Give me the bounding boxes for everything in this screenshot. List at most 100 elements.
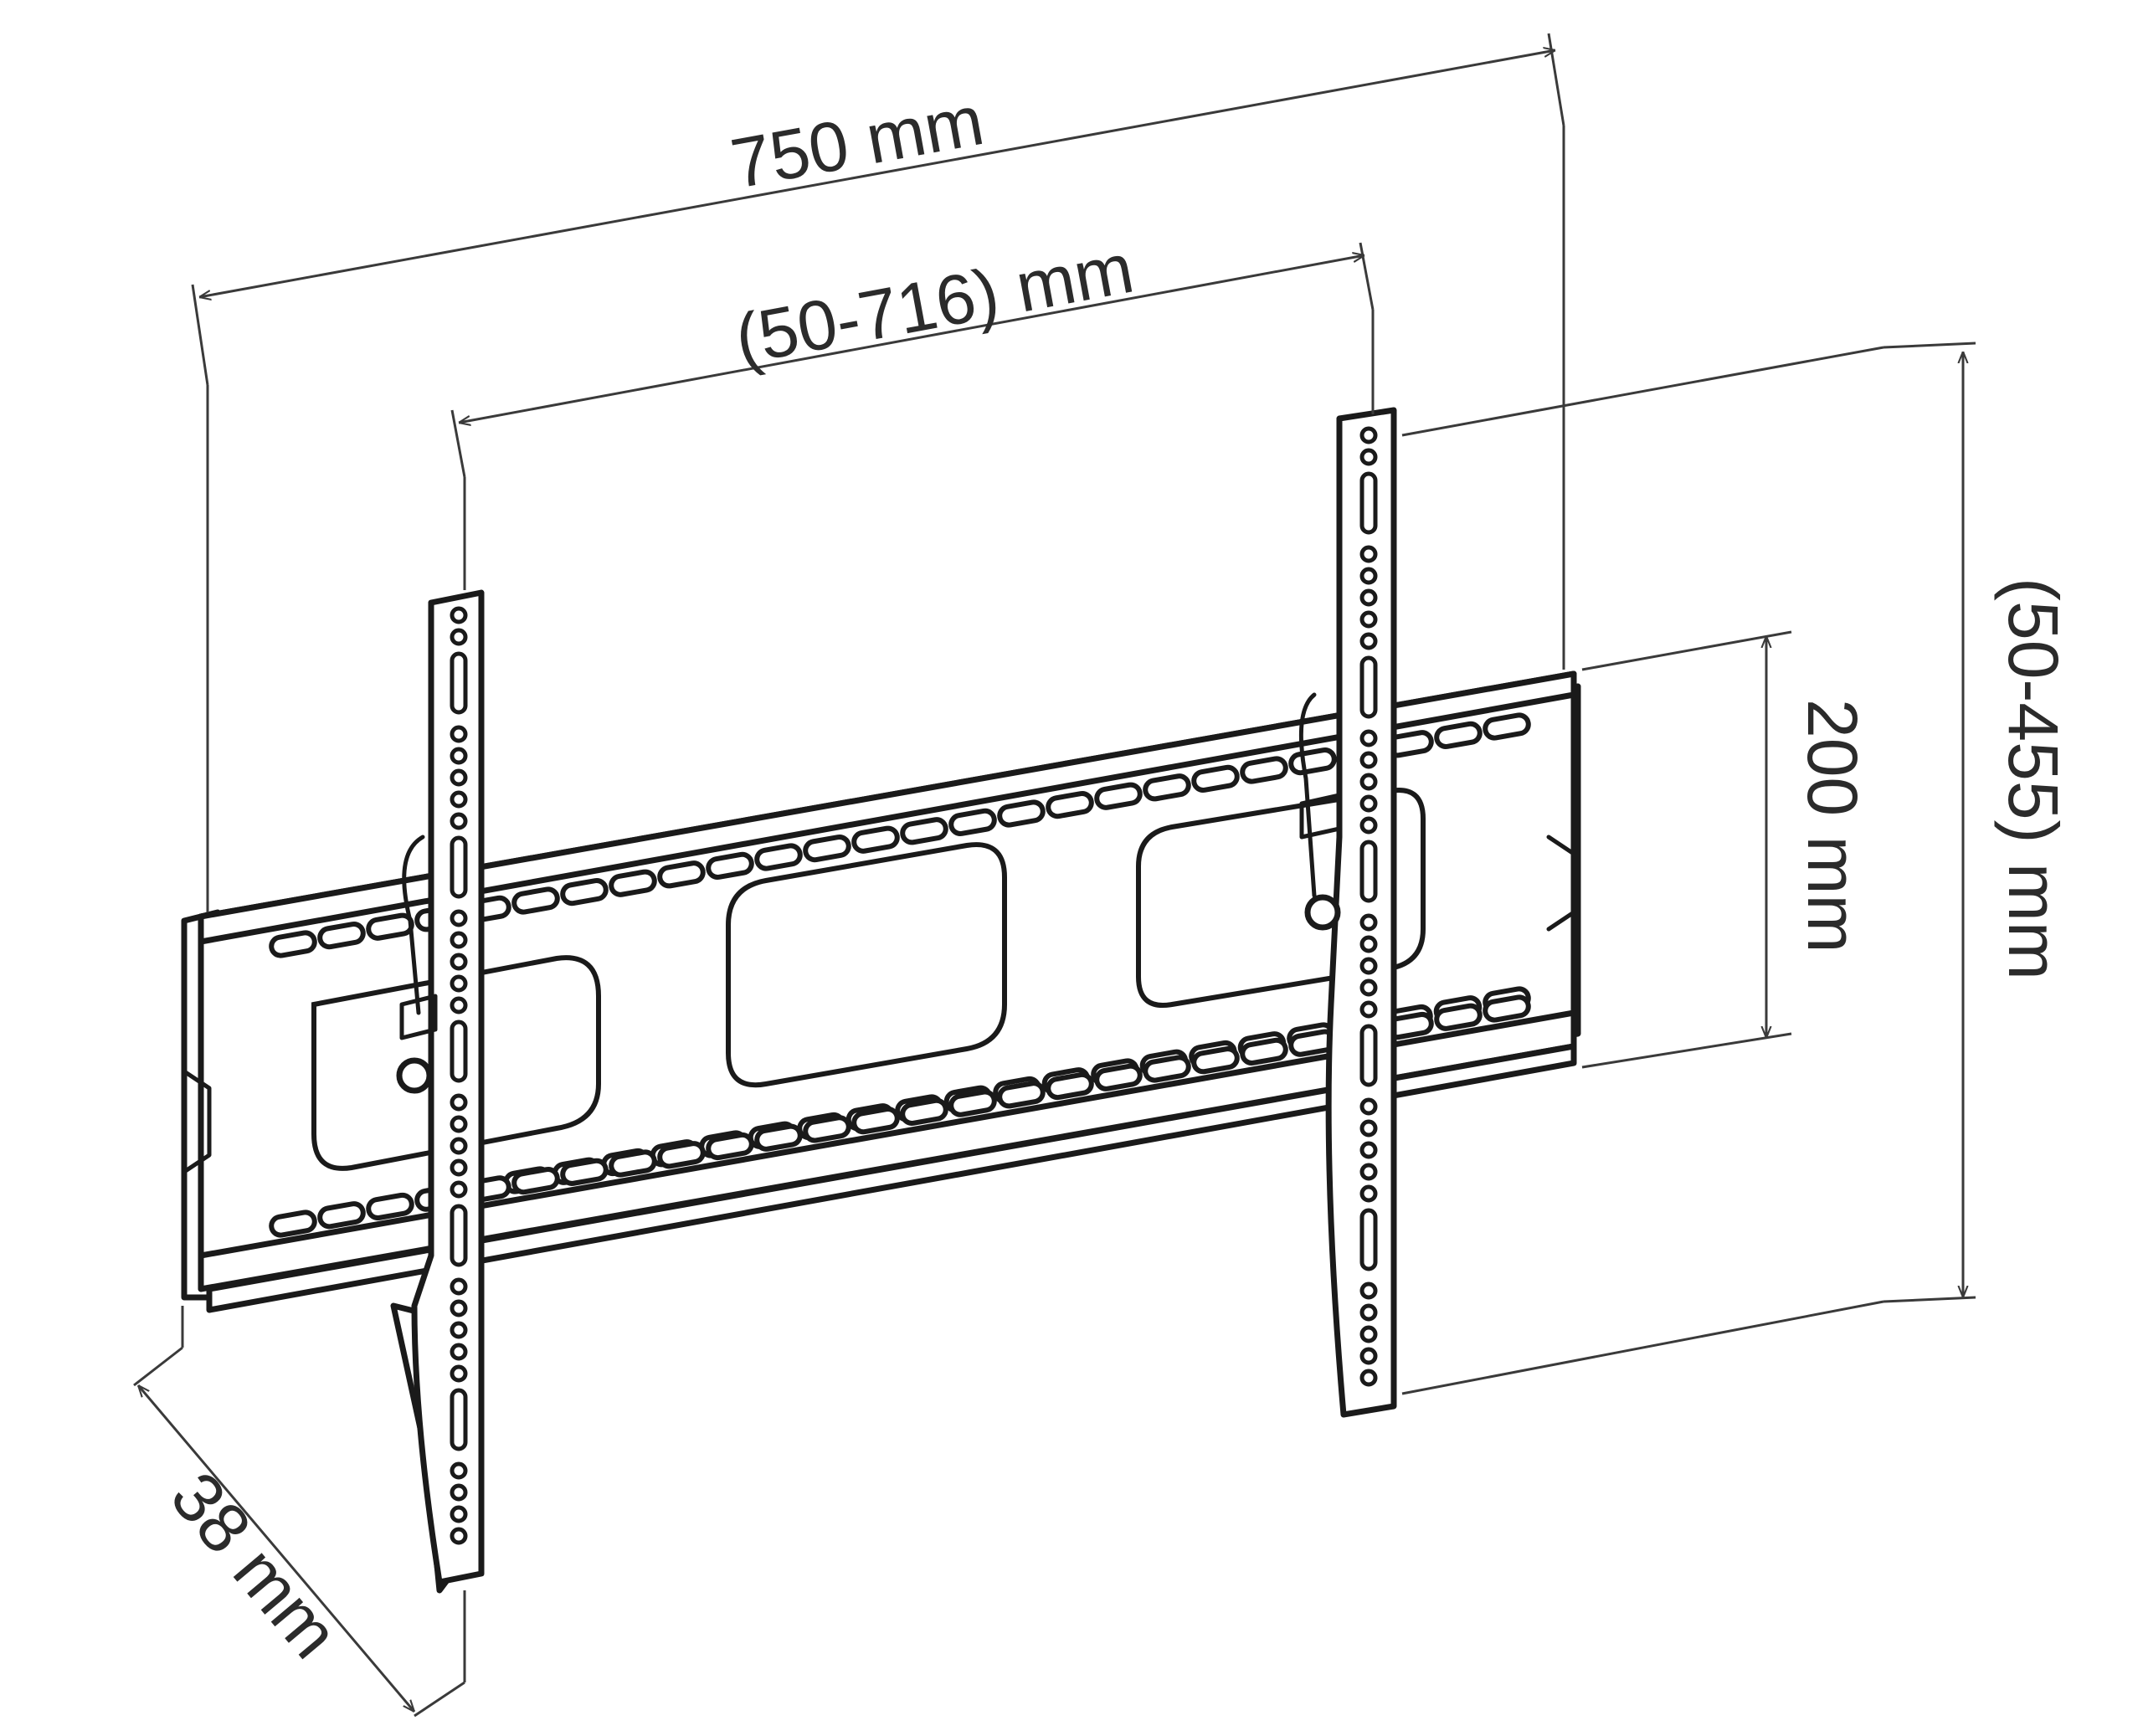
left-arm-holes — [450, 606, 468, 1545]
arm-hole — [450, 812, 468, 830]
arm-hole — [1359, 913, 1378, 932]
plate-slot — [560, 877, 609, 907]
plate-slot — [803, 834, 851, 863]
arm-hole — [1359, 794, 1378, 813]
arm-hole — [1359, 545, 1378, 563]
arm-hole — [450, 1137, 468, 1155]
arm-hole — [450, 606, 468, 624]
arm-hole — [1359, 1369, 1378, 1387]
arm-hole — [1359, 426, 1378, 444]
arm-hole — [1359, 588, 1378, 607]
label-750mm: 750 mm — [725, 80, 989, 203]
plate-slot — [1191, 1046, 1240, 1075]
plate-slot — [900, 817, 948, 845]
arm-hole — [450, 747, 468, 765]
left-mounting-arm — [390, 589, 485, 1594]
plate-slot — [1094, 782, 1143, 810]
wall-plate — [181, 670, 1581, 1313]
right-mounting-arm — [1298, 407, 1397, 1418]
plate-slot — [609, 869, 657, 897]
right-arm-holes — [1359, 426, 1378, 1387]
arm-hole — [450, 909, 468, 927]
plate-slot — [1483, 712, 1531, 741]
plate-slot — [851, 1107, 900, 1135]
arm-hole — [1359, 1141, 1378, 1159]
arm-hole — [450, 1093, 468, 1112]
arm-hole — [1359, 1119, 1378, 1138]
arm-hole — [1359, 471, 1378, 535]
arm-hole — [1359, 610, 1378, 629]
arm-hole — [1359, 1281, 1378, 1300]
label-50-455mm: (50-455) mm — [1994, 578, 2073, 980]
dimension-plate-height: 200 mm — [1581, 630, 1872, 1069]
arm-hole — [1359, 1325, 1378, 1343]
plate-slot — [317, 1201, 366, 1230]
plate-slot — [997, 1081, 1046, 1109]
plate-slot — [900, 1097, 948, 1126]
arm-hole — [450, 1180, 468, 1199]
plate-window-center — [726, 842, 1007, 1088]
plate-slot — [1046, 1071, 1094, 1101]
arm-hole — [1359, 978, 1378, 997]
plate-slot — [366, 1192, 414, 1221]
plate-slot — [609, 1149, 657, 1178]
arm-hole — [450, 835, 468, 899]
plate-slot — [706, 851, 754, 881]
arm-hole — [1359, 751, 1378, 769]
plate-slot — [1046, 790, 1094, 819]
arm-hole — [450, 1321, 468, 1339]
arm-hole — [1359, 632, 1378, 650]
plate-slot — [269, 1210, 317, 1238]
arm-hole — [450, 725, 468, 743]
arm-hole — [1359, 1024, 1378, 1087]
arm-hole — [450, 1277, 468, 1296]
plate-slot — [1240, 756, 1288, 784]
arm-hole — [450, 1020, 468, 1083]
label-50-716mm: (50-716) mm — [729, 229, 1139, 379]
arm-hole — [450, 996, 468, 1014]
arm-hole — [1359, 1303, 1378, 1322]
plate-slot — [1434, 1003, 1483, 1031]
arm-hole — [1359, 1184, 1378, 1203]
arm-hole — [450, 651, 468, 715]
plate-slot — [269, 930, 317, 958]
arm-hole — [450, 768, 468, 787]
arm-hole — [450, 1158, 468, 1177]
label-38mm: 38 mm — [156, 1457, 354, 1672]
arm-hole — [1359, 1000, 1378, 1019]
arm-hole — [450, 1343, 468, 1361]
plate-slot — [511, 1166, 560, 1195]
plate-slot — [1094, 1063, 1143, 1091]
arm-hole — [450, 1115, 468, 1133]
arm-hole — [450, 1505, 468, 1523]
arm-hole — [450, 931, 468, 949]
plate-slot — [1483, 994, 1531, 1023]
arm-hole — [1359, 655, 1378, 719]
plate-slot — [657, 860, 706, 889]
plate-slot-rows — [269, 712, 1531, 1238]
arm-hole — [1359, 1347, 1378, 1365]
label-200mm: 200 mm — [1793, 699, 1872, 953]
plate-slot — [560, 1158, 609, 1186]
dimension-vesa-vertical: (50-455) mm — [1401, 342, 2073, 1395]
plate-slot — [1143, 773, 1191, 802]
arm-hole — [1359, 935, 1378, 953]
arm-hole — [1359, 729, 1378, 747]
arm-hole — [1359, 1097, 1378, 1116]
arm-hole — [450, 1527, 468, 1545]
arm-hole — [1359, 448, 1378, 466]
arm-hole — [450, 953, 468, 971]
plate-slot — [706, 1132, 754, 1161]
arm-hole — [1359, 567, 1378, 585]
plate-slot — [754, 1123, 803, 1152]
arm-hole — [450, 974, 468, 993]
plate-slot — [803, 1115, 851, 1143]
plate-slot — [511, 886, 560, 915]
plate-slot — [851, 825, 900, 854]
arm-hole — [450, 1364, 468, 1383]
plate-slot — [1191, 764, 1240, 794]
arm-hole — [450, 1461, 468, 1480]
plate-slot — [754, 843, 803, 871]
arm-hole — [450, 1299, 468, 1317]
